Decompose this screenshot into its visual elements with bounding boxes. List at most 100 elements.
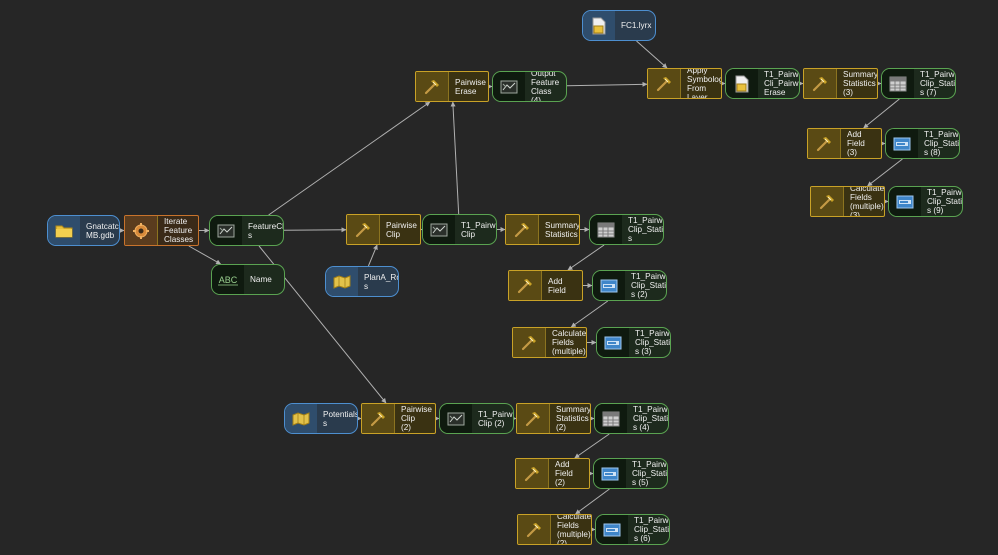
node-label: Summary Statistics (2) — [556, 405, 591, 432]
node-label: T1_Pairwise Clip_Statistic s (5) — [632, 460, 668, 487]
field-icon — [597, 328, 629, 357]
table-icon — [595, 404, 627, 433]
node-calc2[interactable]: Calculate Fields (multiple) (2) — [517, 514, 592, 545]
node-stat5[interactable]: T1_Pairwise Clip_Statistic s (5) — [593, 458, 668, 489]
iterate-icon — [125, 216, 158, 245]
node-clip[interactable]: Pairwise Clip — [346, 214, 421, 245]
node-lyrx[interactable]: FC1.lyrx — [582, 10, 656, 41]
connector-clipout-erase[interactable] — [450, 101, 460, 215]
node-label: Apply Symbology From Layer — [687, 68, 721, 99]
node-potential[interactable]: Potentialsite s — [284, 403, 358, 434]
node-label: Calculate Fields (multiple) (2) — [557, 514, 592, 545]
node-stat6[interactable]: T1_Pairwise Clip_Statistic s (6) — [595, 514, 670, 545]
connector-fc-erase[interactable] — [268, 101, 431, 216]
node-stat9[interactable]: T1_Pairwise Clip_Statistic s (9) — [888, 186, 963, 217]
map-layer-icon — [285, 404, 317, 433]
hammer-icon — [517, 404, 550, 433]
node-roads[interactable]: PlanA_Road s — [325, 266, 399, 297]
node-calc3[interactable]: Calculate Fields (multiple) (3) — [810, 186, 885, 217]
field-icon — [594, 459, 626, 488]
field-icon — [886, 129, 918, 158]
node-label: Add Field (3) — [847, 130, 865, 157]
hammer-icon — [513, 328, 546, 357]
connector-outfc-apply[interactable] — [566, 81, 648, 87]
hammer-icon — [509, 271, 542, 300]
hammer-icon — [804, 69, 837, 98]
node-stat8[interactable]: T1_Pairwise Clip_Statistic s (8) — [885, 128, 960, 159]
node-sum1[interactable]: Summary Statistics — [505, 214, 580, 245]
node-label: T1_Pairwise Clip_Statistic s (6) — [634, 516, 670, 543]
feature-class-icon — [210, 216, 242, 245]
connector-stat7-add3[interactable] — [863, 98, 900, 129]
node-sum2[interactable]: Summary Statistics (2) — [516, 403, 591, 434]
connector-stat8-calc3[interactable] — [867, 158, 903, 187]
field-icon — [593, 271, 625, 300]
node-name[interactable]: ABC Name — [211, 264, 285, 295]
node-label: T1_Pairwise Clip (2) — [478, 409, 513, 428]
node-label: Pairwise Erase — [455, 77, 486, 96]
node-add2[interactable]: Add Field (2) — [515, 458, 590, 489]
node-label: Name — [250, 275, 272, 284]
feature-class-icon — [493, 72, 525, 101]
table-icon — [590, 215, 622, 244]
node-apply[interactable]: Apply Symbology From Layer — [647, 68, 722, 99]
node-add3[interactable]: Add Field (3) — [807, 128, 882, 159]
field-icon — [596, 515, 628, 544]
node-label: Add Field (2) — [555, 460, 573, 487]
node-label: T1_Pairwise Clip_Statistic s (9) — [927, 188, 963, 215]
field-icon — [889, 187, 921, 216]
node-label: T1_Pairwise Cli_Pairwise Erase — [764, 70, 799, 97]
node-clip2[interactable]: Pairwise Clip (2) — [361, 403, 436, 434]
node-label: T1_Pairwise Clip_Statistic s (8) — [924, 130, 960, 157]
feature-class-icon — [423, 215, 455, 244]
connector-roads-clip[interactable] — [367, 244, 378, 267]
node-label: T1_Pairwise Clip_Statistic s (3) — [635, 329, 671, 356]
node-label: PlanA_Road s — [364, 272, 398, 291]
node-label: Summary Statistics (3) — [843, 70, 878, 97]
hammer-icon — [808, 129, 841, 158]
connector-stat2-calc1[interactable] — [570, 300, 609, 328]
node-label: T1_Pairwise Clip_Statistic s (7) — [920, 70, 956, 97]
node-label: Calculate Fields (multiple) — [552, 329, 587, 356]
node-cliperase[interactable]: T1_Pairwise Cli_Pairwise Erase — [725, 68, 800, 99]
hammer-icon — [506, 215, 539, 244]
node-label: T1_Pairwise Clip_Statistic s — [628, 216, 664, 243]
node-stat2[interactable]: T1_Pairwise Clip_Statistic s (2) — [592, 270, 667, 301]
node-outfc[interactable]: Output Feature Class (4) — [492, 71, 567, 102]
svg-text:ABC: ABC — [219, 275, 238, 285]
node-calc1[interactable]: Calculate Fields (multiple) — [512, 327, 587, 358]
node-label: Pairwise Clip (2) — [401, 405, 432, 432]
string-icon: ABC — [212, 265, 244, 294]
node-stat7[interactable]: T1_Pairwise Clip_Statistic s (7) — [881, 68, 956, 99]
node-add1[interactable]: Add Field — [508, 270, 583, 301]
node-label: Output Feature Class (4) — [531, 71, 560, 102]
node-label: FC1.lyrx — [621, 21, 652, 30]
node-gdb[interactable]: Gnatcatcher MB.gdb — [47, 215, 120, 246]
connector-stat1-add1[interactable] — [567, 244, 605, 271]
node-stat3[interactable]: T1_Pairwise Clip_Statistic s (3) — [596, 327, 671, 358]
connector-iter-name[interactable] — [188, 245, 222, 265]
node-erase[interactable]: Pairwise Erase — [415, 71, 489, 102]
feature-class-icon — [440, 404, 472, 433]
node-clipout2[interactable]: T1_Pairwise Clip (2) — [439, 403, 514, 434]
table-icon — [882, 69, 914, 98]
folder-icon — [48, 216, 80, 245]
node-stat1[interactable]: T1_Pairwise Clip_Statistic s — [589, 214, 664, 245]
node-label: Add Field — [548, 276, 566, 295]
node-stat4[interactable]: T1_Pairwise Clip_Statistic s (4) — [594, 403, 669, 434]
hammer-icon — [516, 459, 549, 488]
hammer-icon — [347, 215, 380, 244]
connector-stat5-calc2[interactable] — [575, 488, 610, 515]
node-iter[interactable]: Iterate Feature Classes — [124, 215, 199, 246]
node-label: Calculate Fields (multiple) (3) — [850, 186, 885, 217]
node-label: Pairwise Clip — [386, 220, 417, 239]
node-clipout[interactable]: T1_Pairwise Clip — [422, 214, 497, 245]
node-label: Potentialsite s — [323, 409, 357, 428]
node-sum3[interactable]: Summary Statistics (3) — [803, 68, 878, 99]
node-label: Gnatcatcher MB.gdb — [86, 221, 119, 240]
node-label: T1_Pairwise Clip_Statistic s (4) — [633, 405, 669, 432]
connector-lyrx-apply[interactable] — [636, 40, 668, 69]
connector-stat4-add2[interactable] — [574, 433, 610, 459]
